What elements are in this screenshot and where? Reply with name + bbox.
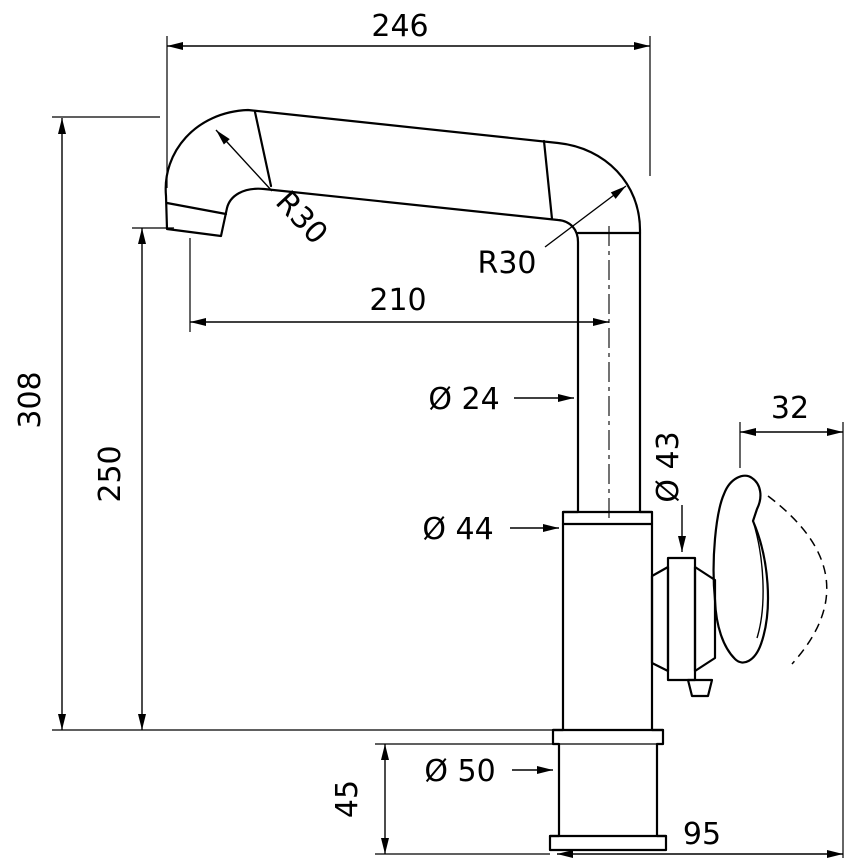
handle-bottom-nub: [686, 678, 714, 698]
dimension-95: 95: [557, 817, 843, 858]
dimension-d43: Ø 43: [651, 431, 686, 552]
handle-cone: [693, 565, 717, 673]
faucet-drawing: [164, 108, 828, 852]
dimension-210: 210: [190, 283, 609, 326]
dimension-250: 250: [93, 228, 146, 730]
dimension-250-label: 250: [93, 445, 128, 502]
dimension-d44: Ø 44: [422, 512, 559, 547]
handle: [650, 474, 828, 698]
dimension-95-label: 95: [683, 817, 721, 852]
dimension-45: 45: [330, 744, 389, 854]
dimension-32-label: 32: [771, 391, 809, 426]
dimension-246: 246: [167, 9, 650, 50]
arm-joint-right-line: [542, 139, 554, 221]
handle-neck: [650, 565, 670, 673]
dimension-246-label: 246: [371, 9, 428, 44]
spout-aerator-line: [165, 201, 228, 216]
dimension-d24-label: Ø 24: [428, 382, 499, 417]
dimension-45-label: 45: [330, 780, 365, 818]
dimension-r30-right: R30: [477, 185, 627, 281]
dimension-d50-label: Ø 50: [424, 754, 495, 789]
dimension-308-label: 308: [13, 371, 48, 428]
dimension-d44-label: Ø 44: [422, 512, 493, 547]
dimension-308: 308: [13, 118, 66, 730]
dimension-r30-right-label: R30: [477, 246, 536, 281]
faucet-outline: [164, 108, 668, 852]
dimension-d24: Ø 24: [428, 382, 574, 417]
dimension-32: 32: [740, 391, 843, 436]
dimension-annotations: 246 308 250 210 R30 R30 Ø 24 32: [13, 9, 843, 858]
handle-lever-blade: [712, 474, 770, 664]
arm-joint-left-line: [253, 110, 273, 188]
dimension-r30-left-leader: [215, 129, 273, 192]
dimension-d50: Ø 50: [424, 754, 553, 789]
dimension-210-label: 210: [369, 283, 426, 318]
dimension-d43-label: Ø 43: [651, 431, 686, 502]
handle-hub-disc: [666, 556, 697, 682]
handle-blade-inner-line: [752, 520, 764, 639]
dimension-r30-right-leader: [544, 185, 627, 248]
handle-swing-arc: [767, 495, 828, 665]
